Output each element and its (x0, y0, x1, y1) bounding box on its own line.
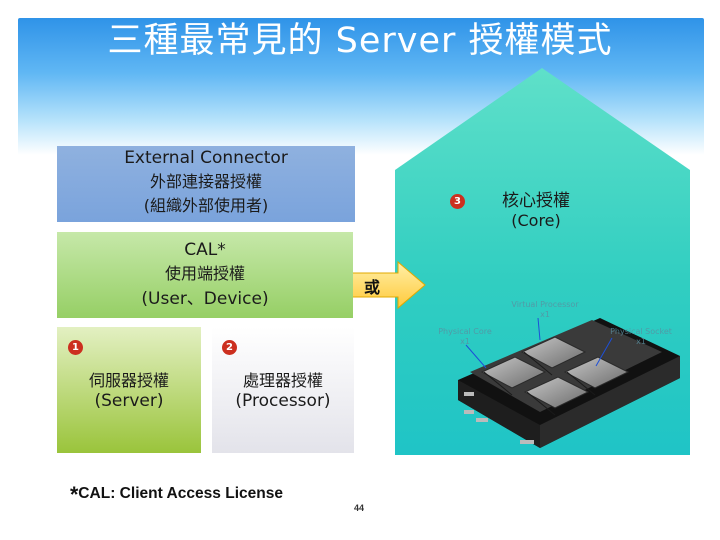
page-number: 44 (354, 503, 365, 513)
external-connector-note: (組織外部使用者) (143, 196, 269, 215)
cal-box: CAL* 使用端授權 (User、Device) (57, 232, 353, 318)
footnote-star: * (70, 482, 79, 507)
cal-label-zh: 使用端授權 (164, 264, 245, 283)
server-illustration-icon (458, 318, 680, 448)
or-label: 或 (363, 278, 380, 297)
external-connector-label-en: External Connector (124, 148, 288, 168)
server-license-label-en: (Server) (94, 391, 164, 411)
core-license-label-en: (Core) (511, 211, 561, 230)
core-license-label-zh: 核心授權 (502, 191, 570, 211)
server-license-label-zh: 伺服器授權 (88, 371, 169, 390)
external-connector-label-zh: 外部連接器授權 (149, 172, 262, 191)
footnote: *CAL: Client Access License (70, 482, 283, 508)
processor-license-label-zh: 處理器授權 (242, 371, 323, 390)
external-connector-box: External Connector 外部連接器授權 (組織外部使用者) (57, 146, 355, 222)
processor-license-badge: 2 (222, 340, 237, 355)
cal-label-en: CAL* (184, 240, 226, 260)
cal-note: (User、Device) (141, 289, 269, 309)
core-license-label: 核心授權 (Core) (480, 186, 592, 230)
server-license-badge: 1 (68, 340, 83, 355)
footnote-text: CAL: Client Access License (78, 485, 284, 502)
processor-license-label-en: (Processor) (235, 391, 331, 411)
slide-title: 三種最常見的 Server 授權模式 (107, 21, 613, 61)
core-license-badge: 3 (450, 194, 465, 209)
